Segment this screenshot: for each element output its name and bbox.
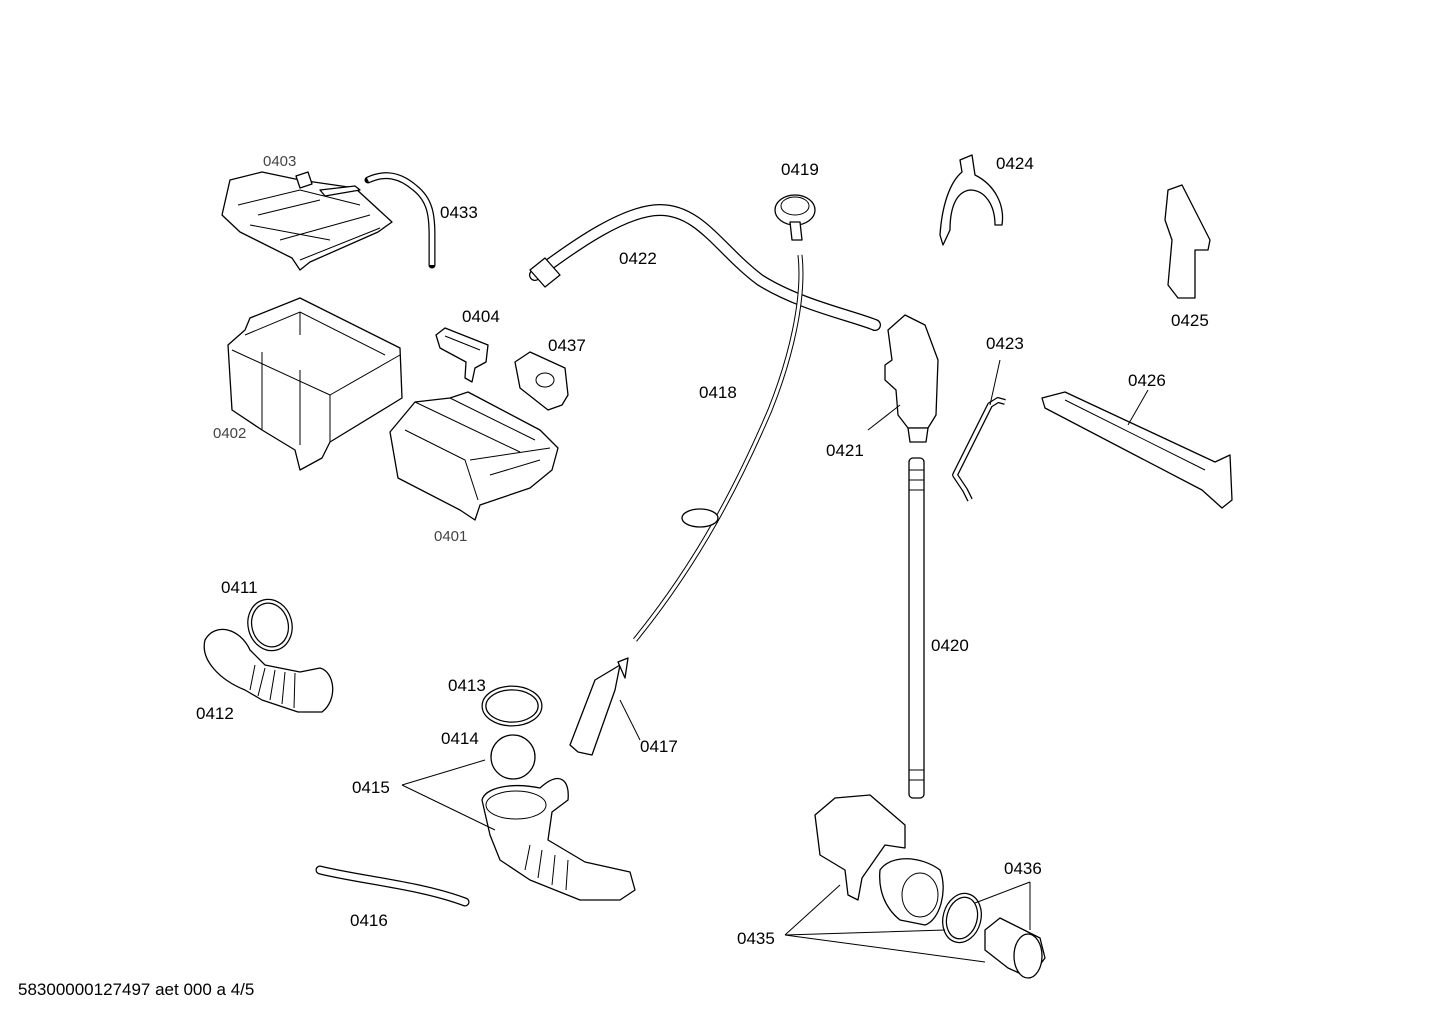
part-0422-hose[interactable] [529, 203, 881, 331]
label-0403: 0403 [263, 153, 296, 170]
label-0416: 0416 [350, 911, 388, 930]
label-0436: 0436 [1004, 859, 1042, 878]
label-0414: 0414 [441, 729, 479, 748]
part-0426-rail[interactable] [1041, 391, 1233, 509]
label-0418: 0418 [699, 383, 737, 402]
part-0435-drain-pump[interactable] [814, 794, 944, 926]
part-0404-clip[interactable] [435, 327, 489, 383]
part-0413-ring[interactable] [481, 685, 543, 727]
leader-lines [401, 359, 1149, 963]
part-0415-sump-hose[interactable] [481, 777, 636, 901]
label-0411: 0411 [221, 578, 258, 597]
label-0404: 0404 [462, 307, 500, 326]
part-0419-pressure-switch[interactable] [774, 194, 816, 241]
footer-document-id: 58300000127497 aet 000 a 4/5 [18, 980, 255, 999]
label-0422: 0422 [619, 249, 657, 268]
label-0419: 0419 [781, 160, 819, 179]
part-0420-hose[interactable] [908, 457, 925, 799]
label-0424: 0424 [996, 154, 1034, 173]
part-0403-drawer-cover[interactable] [221, 171, 393, 271]
label-0433: 0433 [440, 203, 478, 222]
label-0402: 0402 [213, 425, 246, 442]
label-0413: 0413 [448, 676, 486, 695]
label-0425: 0425 [1171, 311, 1209, 330]
part-0416-hose[interactable] [315, 865, 470, 907]
part-0401-detergent-drawer[interactable] [389, 391, 559, 521]
label-0417: 0417 [640, 737, 678, 756]
part-0421-chamber[interactable] [884, 314, 939, 443]
part-0402-dispenser-housing[interactable] [227, 297, 403, 471]
label-0420: 0420 [931, 636, 969, 655]
part-labels: 0403 0433 0404 0437 0402 0401 0419 0422 … [196, 153, 1209, 948]
part-0414-ball[interactable] [490, 734, 536, 780]
label-0415: 0415 [352, 778, 390, 797]
label-0423: 0423 [986, 334, 1024, 353]
part-0411-ring[interactable] [244, 597, 295, 654]
label-0412: 0412 [196, 704, 234, 723]
part-0425-bracket[interactable] [1164, 184, 1211, 299]
part-0424-hanger[interactable] [939, 154, 1004, 246]
part-0417-sensor[interactable] [569, 657, 629, 756]
part-0418-tube[interactable] [633, 254, 804, 642]
part-0412-bellows-hose[interactable] [203, 628, 334, 713]
label-0435: 0435 [737, 929, 775, 948]
label-0421: 0421 [826, 441, 864, 460]
label-0437: 0437 [548, 336, 586, 355]
label-0401: 0401 [434, 528, 467, 545]
part-0437-siphon-cap[interactable] [514, 351, 569, 411]
label-0426: 0426 [1128, 371, 1166, 390]
part-0433-hose[interactable] [364, 172, 436, 269]
part-0436-filter[interactable] [940, 891, 1046, 979]
part-0423-rod[interactable] [952, 397, 1006, 502]
